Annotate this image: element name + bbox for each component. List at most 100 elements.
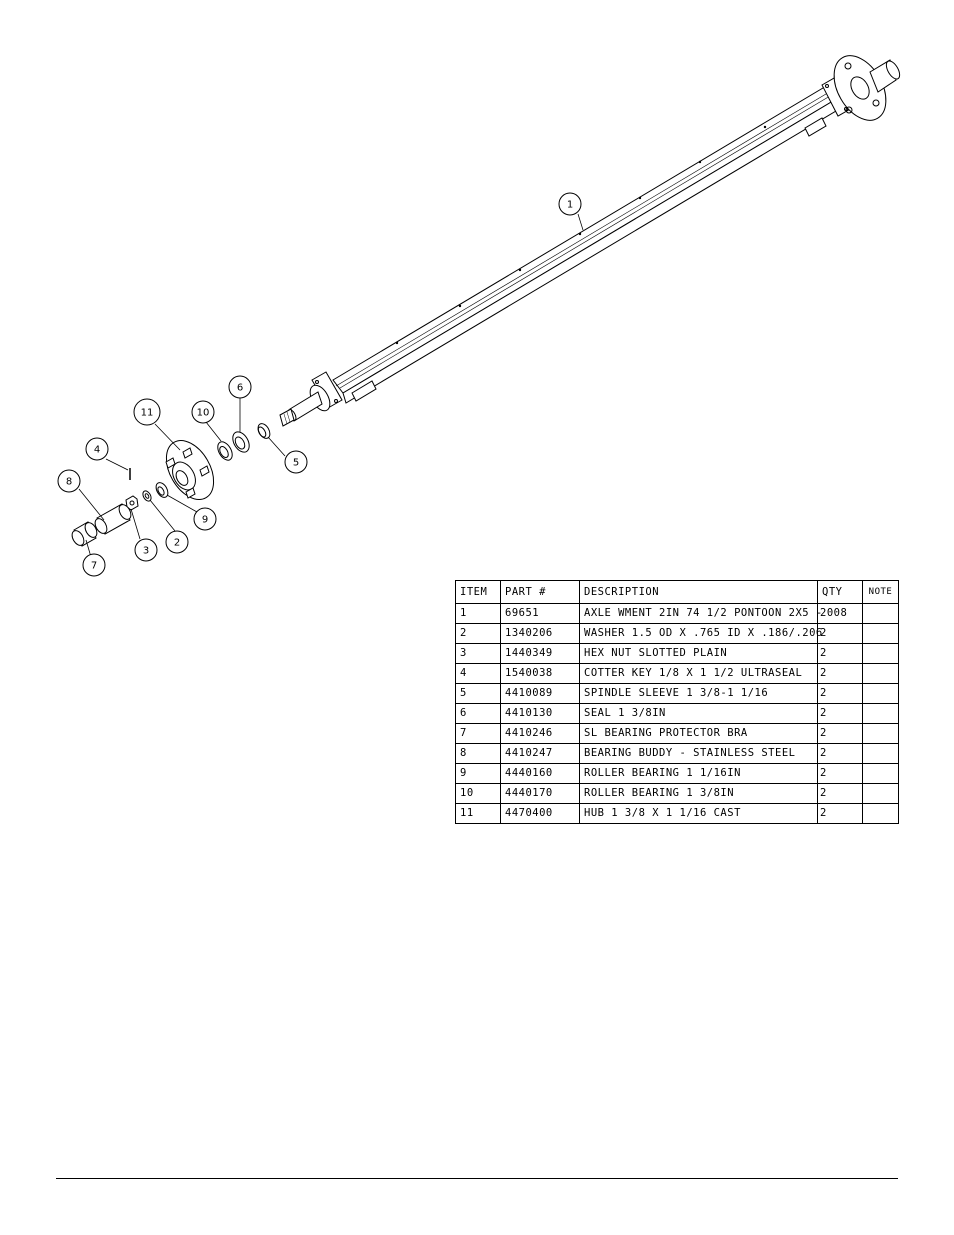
cell-description: AXLE WMENT 2IN 74 1/2 PONTOON 2X5 - [579,603,822,624]
balloon-11 [133,398,161,426]
cell-part: 1540038 [500,663,580,684]
cell-item: 9 [455,763,501,784]
cell-item: 7 [455,723,501,744]
cell-note [862,663,899,684]
cell-note [862,603,899,624]
balloon-1-label: 1 [567,200,573,211]
table-header-row: ITEM PART # DESCRIPTION QTY NOTE [455,580,899,604]
cell-note [862,723,899,744]
cell-part: 4470400 [500,803,580,824]
cell-note [862,623,899,644]
cell-part: 69651 [500,603,580,624]
left-spindle [279,371,343,427]
balloon-6 [228,375,252,399]
cell-qty: 2 [817,643,863,664]
cell-part: 1340206 [500,623,580,644]
seal-part [232,431,250,453]
cell-note [862,683,899,704]
cell-qty: 2 [817,703,863,724]
cell-part: 4410247 [500,743,580,764]
cell-qty: 2 [817,803,863,824]
cell-description: WASHER 1.5 OD X .765 ID X .186/.206 [579,623,822,644]
cell-qty: 2 [817,663,863,684]
cell-part: 1440349 [500,643,580,664]
balloon-4 [85,437,109,461]
cell-qty: 2 [817,623,863,644]
cell-description: ROLLER BEARING 1 3/8IN [579,783,818,804]
header-note: NOTE [862,580,899,604]
axle-tube [332,84,842,404]
cell-description: ROLLER BEARING 1 1/16IN [579,763,818,784]
header-description: DESCRIPTION [579,580,818,604]
cell-note [862,703,899,724]
cell-description: COTTER KEY 1/8 X 1 1/2 ULTRASEAL [579,663,818,684]
cell-item: 4 [455,663,501,684]
balloon-3 [134,538,158,562]
balloon-4-label: 4 [94,445,100,456]
cell-qty: 2008 [817,603,863,624]
cell-qty: 2 [817,783,863,804]
cell-description: HEX NUT SLOTTED PLAIN [579,643,818,664]
cell-part: 4410089 [500,683,580,704]
balloon-10-label: 10 [197,408,210,419]
balloon-6-label: 6 [237,383,243,394]
balloon-5 [284,450,308,474]
roller-bearing-part [217,441,233,461]
cell-part: 4410130 [500,703,580,724]
axle-exploded-diagram: 1 6 10 11 4 8 7 3 2 9 5 [57,55,901,577]
cell-item: 5 [455,683,501,704]
cell-note [862,783,899,804]
balloon-8-label: 8 [66,477,72,488]
cell-qty: 2 [817,723,863,744]
cell-item: 10 [455,783,501,804]
cell-note [862,803,899,824]
cell-item: 8 [455,743,501,764]
cell-description: SL BEARING PROTECTOR BRA [579,723,818,744]
cell-part: 4440170 [500,783,580,804]
balloon-1 [558,192,582,216]
cell-description: SPINDLE SLEEVE 1 3/8-1 1/16 [579,683,818,704]
cell-item: 3 [455,643,501,664]
cell-part: 4440160 [500,763,580,784]
balloon-5-label: 5 [293,458,299,469]
balloon-9 [193,507,217,531]
balloon-2 [165,530,189,554]
cell-item: 11 [455,803,501,824]
cell-part: 4410246 [500,723,580,744]
balloon-8 [57,469,81,493]
cell-description: SEAL 1 3/8IN [579,703,818,724]
header-part: PART # [500,580,580,604]
footer-divider [56,1178,898,1179]
balloon-2-label: 2 [174,538,180,549]
balloon-3-label: 3 [143,546,149,557]
header-qty: QTY [817,580,863,604]
cell-qty: 2 [817,763,863,784]
right-hub-assembly [821,55,901,121]
cell-description: HUB 1 3/8 X 1 1/16 CAST [579,803,818,824]
cell-qty: 2 [817,743,863,764]
balloon-7-label: 7 [91,561,97,572]
cell-note [862,763,899,784]
cell-note [862,743,899,764]
balloon-9-label: 9 [202,515,208,526]
balloon-7 [82,553,106,577]
cell-item: 1 [455,603,501,624]
cell-description: BEARING BUDDY - STAINLESS STEEL [579,743,818,764]
cell-qty: 2 [817,683,863,704]
balloon-10 [191,400,215,424]
cell-item: 6 [455,703,501,724]
header-item: ITEM [455,580,501,604]
